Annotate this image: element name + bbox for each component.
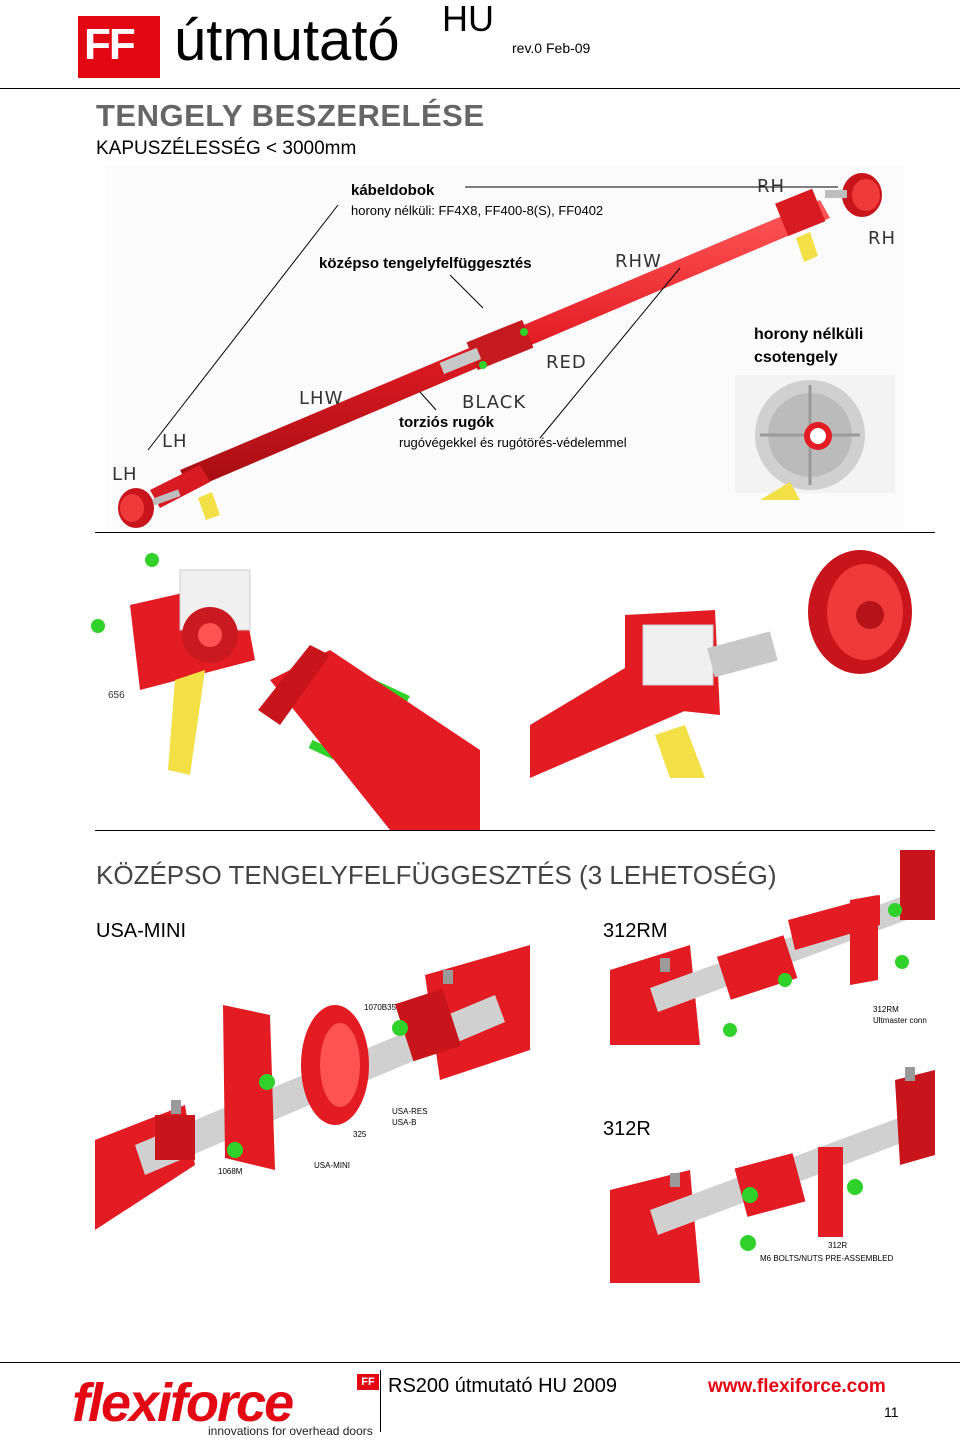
- center-support-label: középso tengelyfelfüggesztés: [319, 255, 532, 272]
- left-cable-drum: [118, 488, 181, 528]
- part-1068m-label: 1068M: [218, 1167, 243, 1176]
- cable-drum: [808, 550, 912, 674]
- doc-language: HU: [442, 0, 494, 39]
- green-bolt: [520, 328, 528, 336]
- green-nut: [145, 553, 159, 567]
- usa-mini-caption: USA-MINI: [314, 1161, 350, 1170]
- footer-rule: [0, 1362, 960, 1363]
- 312r-part-label: 312R: [828, 1241, 848, 1250]
- right-cable-drum: [825, 173, 882, 217]
- green-nut: [91, 619, 105, 633]
- tag-black: BLACK: [462, 392, 527, 413]
- option-312r-label: 312R: [603, 1118, 651, 1140]
- cable-drums-label: kábeldobok: [351, 182, 435, 199]
- tag-lh-upper: LH: [162, 431, 188, 452]
- page-subtitle: KAPUSZÉLESSÉG < 3000mm: [96, 138, 357, 159]
- warning-tag-right: [796, 232, 818, 262]
- section-rule-1: [95, 532, 935, 533]
- cable-drums-models: horony nélküli: FF4X8, FF400-8(S), FF040…: [351, 203, 604, 218]
- ff-logo-text: FF: [84, 20, 136, 69]
- usa-mini-illustration: [95, 945, 530, 1230]
- page-title: TENGELY BESZERELÉSE: [96, 98, 485, 133]
- footer-document-name: RS200 útmutató HU 2009: [388, 1375, 618, 1397]
- tag-lhw: LHW: [299, 388, 344, 409]
- footer-website-link[interactable]: www.flexiforce.com: [708, 1376, 886, 1397]
- flexiforce-ff-badge: FF: [357, 1374, 379, 1390]
- header-rule: [0, 88, 960, 89]
- shaft-end-inset: [735, 375, 895, 500]
- part-325-label: 325: [353, 1130, 367, 1139]
- part-usa-res-label: USA-RES: [392, 1107, 428, 1116]
- option-usa-mini-label: USA-MINI: [96, 920, 186, 942]
- doc-title: útmutató: [174, 8, 400, 73]
- torsion-spring-coil: [258, 645, 480, 830]
- page-number: 11: [884, 1404, 899, 1420]
- 312r-illustration: [610, 1067, 935, 1283]
- shaft-label-line2: csotengely: [754, 349, 838, 366]
- part-usa-b-label: USA-B: [392, 1118, 417, 1127]
- section-rule-2: [95, 830, 935, 831]
- tag-rhw: RHW: [615, 251, 662, 272]
- tag-rh-right: RH: [868, 228, 897, 249]
- end-bracket-left: [130, 569, 255, 775]
- torsion-springs-sub: rugóvégekkel és rugótörés-védelemmel: [399, 435, 627, 450]
- shaft-assembly-diagram: [105, 165, 905, 530]
- doc-revision: rev.0 Feb-09: [512, 40, 591, 56]
- 312rm-part-label: 312RM: [873, 1005, 899, 1014]
- tag-lh-lower: LH: [112, 464, 138, 485]
- tag-rh-top: RH: [757, 176, 786, 197]
- shaft-label-line1: horony nélküli: [754, 326, 864, 343]
- 312rm-part-desc: Ultmaster conn: [873, 1016, 927, 1025]
- 312rm-illustration: [610, 850, 935, 1045]
- end-bracket-right: [530, 610, 778, 778]
- part-656-label: 656: [108, 690, 125, 701]
- 312r-part-desc: M6 BOLTS/NUTS PRE-ASSEMBLED: [760, 1254, 894, 1263]
- green-bolt: [479, 361, 487, 369]
- spring-end-exploded-views: [91, 550, 912, 830]
- option-312rm-label: 312RM: [603, 920, 668, 942]
- part-1070b35-label: 1070B35: [364, 1003, 397, 1012]
- flexiforce-logo: flexiforce: [72, 1373, 294, 1433]
- center-support-section-title: KÖZÉPSO TENGELYFELFÜGGESZTÉS (3 LEHETOSÉ…: [96, 860, 777, 890]
- ff-logo: FF: [78, 16, 160, 78]
- tag-red: RED: [546, 352, 587, 373]
- warning-tag-left: [198, 492, 220, 520]
- torsion-springs-label: torziós rugók: [399, 414, 495, 431]
- flexiforce-tagline: innovations for overhead doors: [208, 1424, 373, 1438]
- footer-divider: [380, 1370, 381, 1432]
